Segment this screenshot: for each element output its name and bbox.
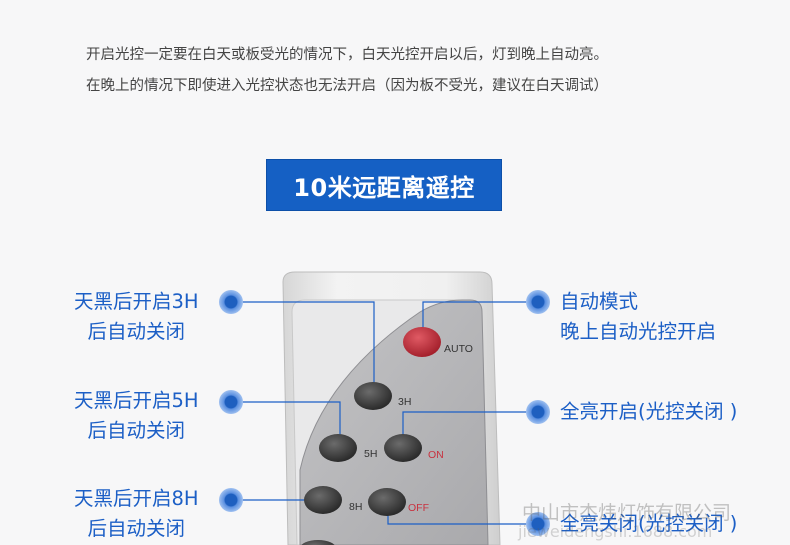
label-5h-line1: 天黑后开启5H bbox=[74, 389, 199, 412]
marker-off bbox=[526, 512, 550, 536]
label-8h-line1: 天黑后开启8H bbox=[74, 487, 199, 510]
bottom-button[interactable] bbox=[300, 540, 336, 545]
8h-button[interactable] bbox=[304, 486, 342, 514]
line-auto bbox=[422, 301, 528, 335]
label-5h-line2: 后自动关闭 bbox=[87, 419, 186, 442]
marker-auto bbox=[526, 290, 550, 314]
5h-button-label: 5H bbox=[364, 448, 377, 460]
label-8h: 天黑后开启8H 后自动关闭 bbox=[74, 484, 199, 544]
on-button-label: ON bbox=[428, 449, 444, 461]
line-off bbox=[387, 513, 528, 525]
off-button[interactable] bbox=[368, 488, 406, 516]
label-auto-line2: 晚上自动光控开启 bbox=[560, 320, 717, 343]
note-line-1: 开启光控一定要在白天或板受光的情况下，白天光控开启以后，灯到晚上自动亮。 bbox=[86, 47, 608, 63]
line-5h bbox=[241, 401, 341, 441]
marker-3h bbox=[219, 290, 243, 314]
button-panel bbox=[299, 299, 489, 545]
label-auto-line1: 自动模式 bbox=[560, 290, 639, 313]
note-line-2: 在晚上的情况下即使进入光控状态也无法开启（因为板不受光，建议在白天调试） bbox=[86, 78, 608, 94]
instruction-notes: 开启光控一定要在白天或板受光的情况下，白天光控开启以后，灯到晚上自动亮。 在晚上… bbox=[86, 40, 608, 102]
on-button[interactable] bbox=[384, 434, 422, 462]
3h-button[interactable] bbox=[354, 382, 392, 410]
label-auto: 自动模式 晚上自动光控开启 bbox=[560, 287, 716, 347]
watermark-url: jieweidengshi.1688.com bbox=[518, 522, 713, 541]
off-button-label: OFF bbox=[408, 502, 429, 514]
line-on bbox=[402, 411, 528, 441]
title-banner: 10米远距离遥控 bbox=[266, 159, 502, 211]
label-8h-line2: 后自动关闭 bbox=[87, 517, 186, 540]
marker-8h bbox=[219, 488, 243, 512]
marker-5h bbox=[219, 390, 243, 414]
label-on-line1: 全亮开启(光控关闭 ) bbox=[560, 400, 738, 423]
3h-button-label: 3H bbox=[398, 396, 411, 408]
8h-button-label: 8H bbox=[349, 501, 362, 513]
label-3h: 天黑后开启3H 后自动关闭 bbox=[74, 287, 199, 347]
label-on: 全亮开启(光控关闭 ) bbox=[560, 397, 737, 427]
label-off: 全亮关闭(光控关闭 ) bbox=[560, 509, 737, 539]
marker-on bbox=[526, 400, 550, 424]
5h-button[interactable] bbox=[319, 434, 357, 462]
label-off-line1: 全亮关闭(光控关闭 ) bbox=[560, 512, 738, 535]
label-3h-line2: 后自动关闭 bbox=[87, 320, 186, 343]
label-3h-line1: 天黑后开启3H bbox=[74, 290, 199, 313]
label-5h: 天黑后开启5H 后自动关闭 bbox=[74, 386, 199, 446]
auto-button-label: AUTO bbox=[444, 343, 473, 355]
watermark-company: 中山市杰炜灯饰有限公司 bbox=[522, 502, 732, 524]
auto-button[interactable] bbox=[403, 327, 441, 357]
line-3h bbox=[241, 301, 375, 393]
